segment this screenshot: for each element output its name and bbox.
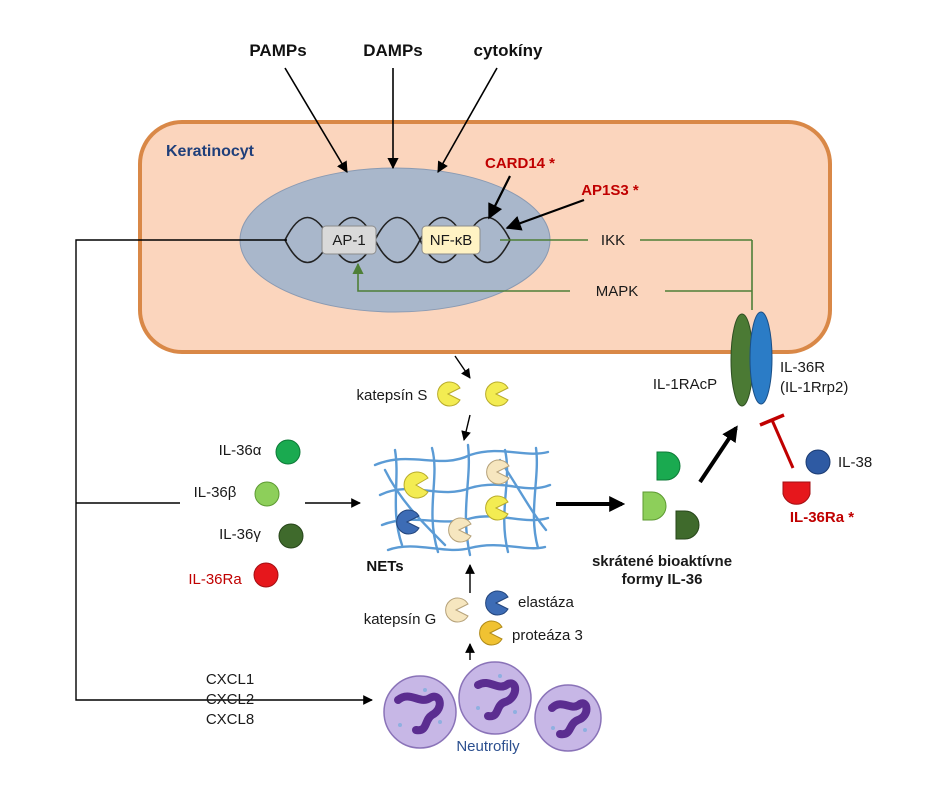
il36ra-antagonist-label: IL-36Ra * [790,509,854,526]
ap1s3-arrow [505,198,585,231]
ap1-label: AP-1 [332,232,365,249]
card14-label: CARD14 * [485,155,555,172]
cytokines-label: cytokíny [474,41,544,60]
mapk-arrow [352,262,570,292]
elastase-pacman [485,590,509,616]
il36r-alt-label: (IL-1Rrp2) [780,379,848,396]
il36a-label: IL-36α [219,442,262,459]
nets-elastase [396,509,420,535]
il36r-label: IL-36R [780,359,825,376]
il38-circle [805,449,831,475]
cxcl2-label: CXCL2 [206,691,254,708]
cxcl1-label: CXCL1 [206,671,254,688]
protease3-label: proteáza 3 [512,627,583,644]
il38-label: IL-38 [838,454,872,471]
cell-to-cathepsin-arrow [454,355,471,379]
nfkb-label: NF-κB [430,232,473,249]
neutrophil-1 [383,675,457,749]
protease3-pacman [479,620,503,646]
il36b-label: IL-36β [194,484,237,501]
damps-label: DAMPs [363,41,423,60]
il36g-circle [278,523,304,549]
bioactive-label-line2: formy IL-36 [622,571,703,588]
inhibition-bar [759,413,785,427]
ap1-output-line [75,239,373,705]
bioactive-il36a-shape [656,451,681,481]
ap1s3-label: AP1S3 * [581,182,639,199]
pamps-arrow [284,67,348,173]
cathepsin-s-pacman-1 [437,381,461,407]
nets-cathepsin-s-2 [485,495,509,521]
neutrophil-2 [458,661,532,735]
inhibition-line [770,419,795,469]
bioactive-label-line1: skrátené bioaktívne [592,553,732,570]
pamps-label: PAMPs [249,41,306,60]
card14-arrow [488,175,511,220]
bioactive-to-receptor-arrow [698,425,738,484]
cathepsin-s-label: katepsín S [357,387,428,404]
nets-cathepsin-g-1 [486,459,510,485]
cathepsin-g-pacman [445,597,469,623]
cxcl8-label: CXCL8 [206,711,254,728]
neutrophils-label: Neutrofily [456,738,520,755]
il36r-receptor [749,311,773,405]
mapk-label: MAPK [596,283,639,300]
il36ra-left-label: IL-36Ra [188,571,242,588]
il36ra-circle [253,562,279,588]
cathepsin-to-nets-arrow [461,414,471,441]
il36g-label: IL-36γ [219,526,261,543]
cathepsin-s-pacman-2 [485,381,509,407]
il36b-circle [254,481,280,507]
nets-mesh [373,443,552,557]
neutrophil-3 [534,684,602,752]
il36ra-antagonist-shape [782,481,811,505]
bioactive-il36g-shape [675,510,700,540]
ikk-label: IKK [601,232,625,249]
nets-label: NETs [366,558,403,575]
bioactive-il36b-shape [642,491,667,521]
elastase-label: elastáza [518,594,575,611]
cytokines-arrow [437,67,498,173]
keratinocyte-label: Keratinocyt [166,143,255,160]
nfkb-box [421,225,481,255]
il1racp-label: IL-1RAcP [653,376,717,393]
nets-cathepsin-g-2 [448,517,472,543]
ap1-box [321,225,377,255]
nets-cathepsin-s-1 [403,471,429,499]
il36a-circle [275,439,301,465]
cathepsin-g-label: katepsín G [364,611,437,628]
